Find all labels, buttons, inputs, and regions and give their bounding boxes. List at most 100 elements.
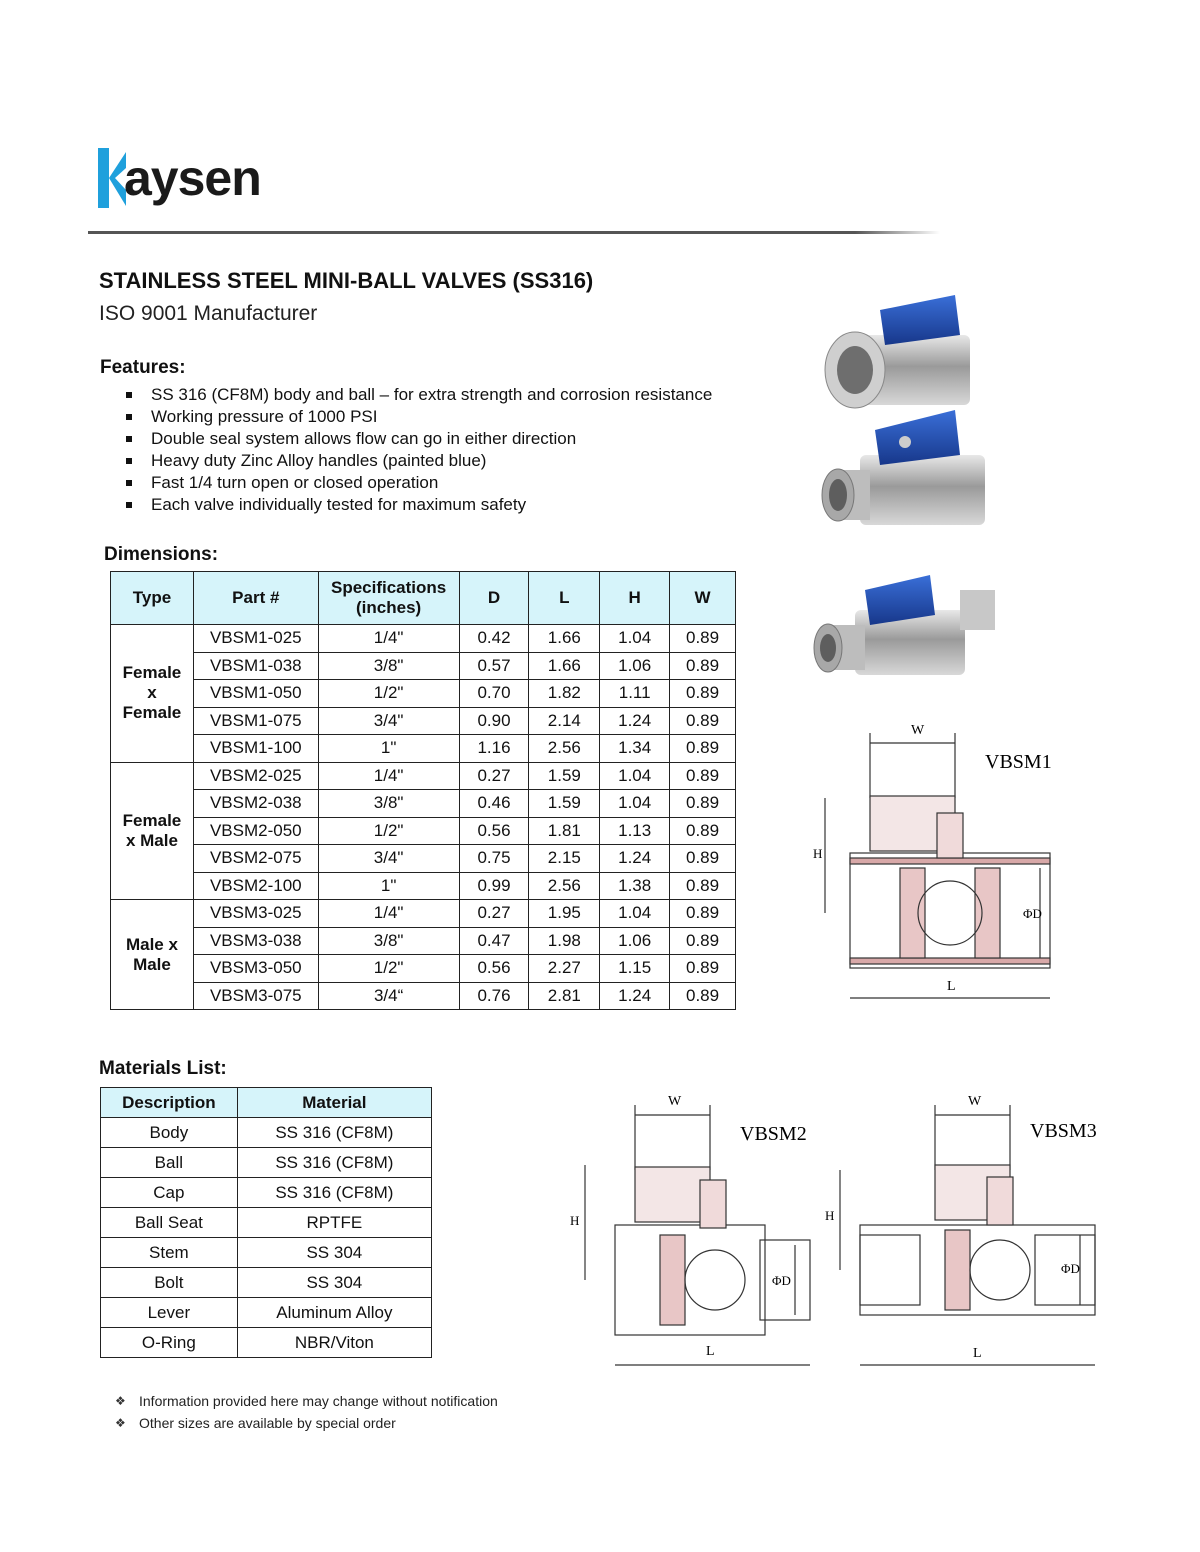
table-cell: Stem (100, 1237, 238, 1268)
type-cell: Female x Male (110, 761, 194, 900)
table-cell: 0.89 (669, 954, 736, 983)
table-cell: 0.89 (669, 816, 736, 845)
dim-label-l: L (973, 1346, 982, 1361)
table-cell: 1" (317, 734, 460, 763)
table-cell: 1.04 (599, 789, 671, 818)
logo-wordmark: aysen (124, 150, 262, 206)
table-cell: VBSM1-050 (192, 679, 319, 708)
table-cell: 0.42 (458, 624, 530, 653)
dim-label-d: ΦD (772, 1273, 791, 1288)
dim-label-h: H (813, 846, 822, 861)
table-cell: 0.89 (669, 899, 736, 928)
table-cell: VBSM3-050 (192, 954, 319, 983)
table-cell: VBSM1-075 (192, 706, 319, 735)
drawing-vbsm3: W VBSM3 H L ΦD (825, 1085, 1100, 1380)
column-header: D (458, 571, 530, 625)
table-cell: 1/4" (317, 899, 460, 928)
column-header: W (669, 571, 736, 625)
table-cell: 0.89 (669, 844, 736, 873)
table-cell: 1" (317, 871, 460, 900)
table-cell: 0.27 (458, 761, 530, 790)
table-cell: 1.66 (528, 651, 601, 680)
feature-item: Fast 1/4 turn open or closed operation (126, 472, 712, 494)
table-cell: 3/4“ (317, 981, 460, 1010)
table-cell: 1.04 (599, 761, 671, 790)
type-cell: Male x Male (110, 899, 194, 1010)
table-cell: 2.27 (528, 954, 601, 983)
table-cell: VBSM2-025 (192, 761, 319, 790)
feature-item: SS 316 (CF8M) body and ball – for extra … (126, 384, 712, 406)
drawing-vbsm1: W VBSM1 H L ΦD (805, 718, 1075, 1018)
table-cell: 1.11 (599, 679, 671, 708)
table-cell: 1/2" (317, 816, 460, 845)
table-cell: 0.89 (669, 926, 736, 955)
table-cell: 2.81 (528, 981, 601, 1010)
table-cell: 1.59 (528, 761, 601, 790)
table-cell: 1.24 (599, 706, 671, 735)
table-cell: 0.76 (458, 981, 530, 1010)
table-cell: 0.47 (458, 926, 530, 955)
table-cell: NBR/Viton (236, 1327, 433, 1358)
table-cell: 1.16 (458, 734, 530, 763)
table-cell: 2.14 (528, 706, 601, 735)
column-header: L (528, 571, 601, 625)
table-cell: RPTFE (236, 1207, 433, 1238)
feature-item: Double seal system allows flow can go in… (126, 428, 712, 450)
drawing-vbsm2: W VBSM2 H L ΦD (560, 1085, 820, 1380)
logo-k-icon (98, 148, 126, 208)
column-header: Description (100, 1087, 238, 1118)
model-label: VBSM1 (985, 751, 1052, 773)
table-cell: 3/8" (317, 926, 460, 955)
table-cell: 1.66 (528, 624, 601, 653)
table-cell: 3/4" (317, 706, 460, 735)
dim-label-h: H (570, 1213, 579, 1228)
table-cell: VBSM1-100 (192, 734, 319, 763)
table-cell: VBSM2-050 (192, 816, 319, 845)
valve-photo-female-male (821, 410, 985, 525)
table-cell: 1.04 (599, 899, 671, 928)
column-header: Type (110, 571, 194, 625)
table-cell: Ball (100, 1147, 238, 1178)
table-cell: 0.56 (458, 954, 530, 983)
dim-label-w: W (968, 1094, 982, 1109)
table-cell: VBSM2-038 (192, 789, 319, 818)
table-cell: 1.13 (599, 816, 671, 845)
dimensions-table: Type Part # Specifications (inches) D L … (110, 571, 736, 1010)
table-cell: SS 304 (236, 1237, 433, 1268)
dim-label-d: ΦD (1023, 906, 1042, 921)
table-cell: VBSM1-038 (192, 651, 319, 680)
dimensions-heading: Dimensions: (104, 544, 219, 565)
table-cell: 1/2" (317, 679, 460, 708)
table-cell: 0.89 (669, 651, 736, 680)
table-cell: 1.82 (528, 679, 601, 708)
table-header-row: Description Material (100, 1087, 433, 1118)
product-photo (813, 295, 995, 675)
table-cell: VBSM3-038 (192, 926, 319, 955)
table-cell: VBSM1-025 (192, 624, 319, 653)
notes-list: Information provided here may change wit… (115, 1390, 498, 1434)
table-cell: 3/4" (317, 844, 460, 873)
vbsm1-cross-section: W VBSM1 H L ΦD (813, 723, 1052, 999)
table-cell: 1.15 (599, 954, 671, 983)
feature-item: Each valve individually tested for maxim… (126, 494, 712, 516)
table-cell: 0.46 (458, 789, 530, 818)
table-cell: 1.24 (599, 981, 671, 1010)
table-cell: 0.57 (458, 651, 530, 680)
table-cell: 2.56 (528, 734, 601, 763)
table-cell: 0.89 (669, 679, 736, 708)
table-cell: 0.99 (458, 871, 530, 900)
table-cell: 1.04 (599, 624, 671, 653)
table-cell: 0.70 (458, 679, 530, 708)
dim-label-l: L (947, 979, 956, 994)
table-cell: 0.89 (669, 706, 736, 735)
table-cell: 0.89 (669, 734, 736, 763)
